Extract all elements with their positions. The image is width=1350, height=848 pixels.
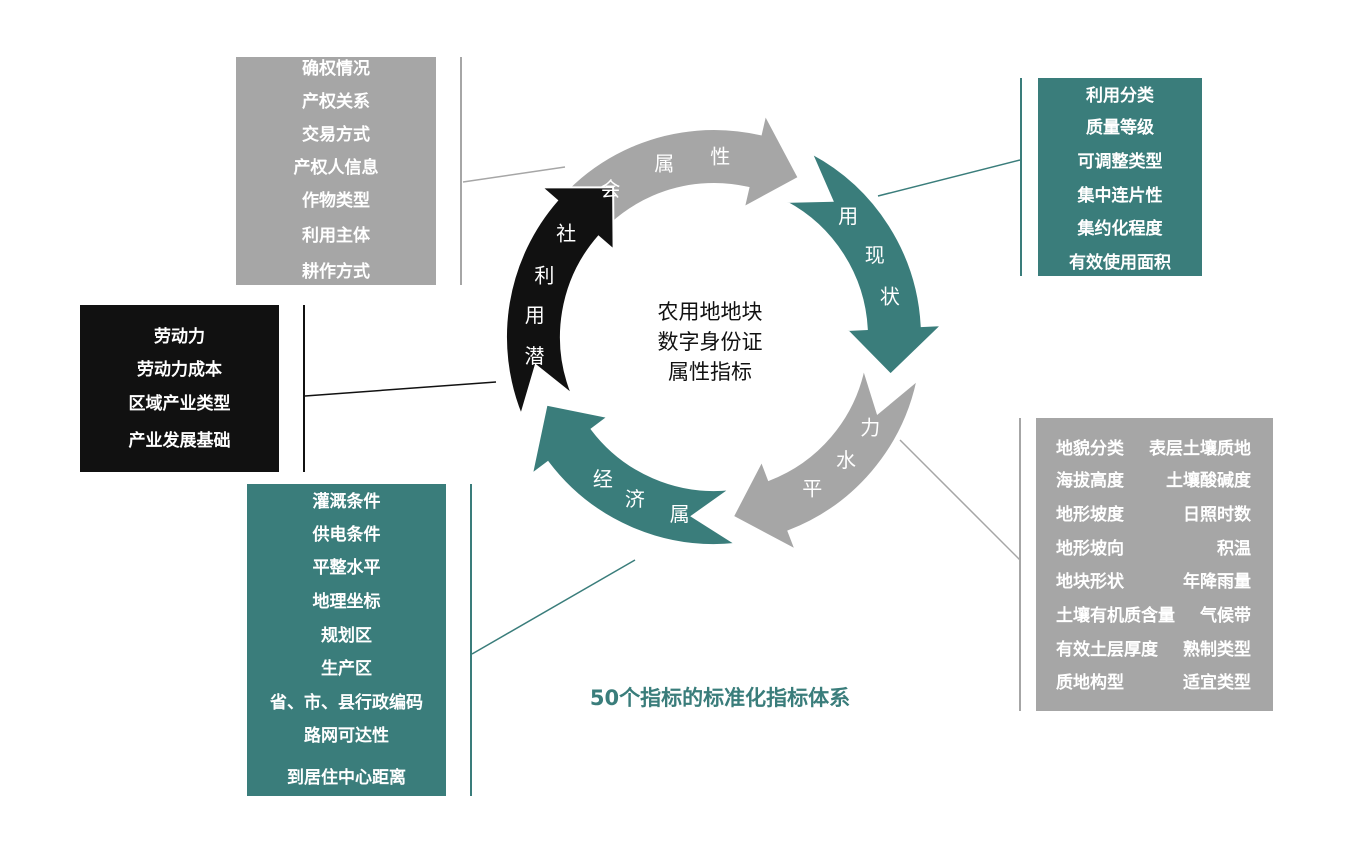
list-item: 质地构型 xyxy=(1056,673,1124,693)
list-item: 交易方式 xyxy=(302,125,370,145)
utilization-status-box-divider xyxy=(1020,78,1022,276)
list-item: 作物类型 xyxy=(302,191,370,211)
list-item: 供电条件 xyxy=(312,525,381,545)
arrow-economic xyxy=(530,403,739,547)
arrow-label-char: 平 xyxy=(802,476,822,500)
list-item: 地理坐标 xyxy=(312,592,381,612)
diagram-caption: 50个指标的标准化指标体系 xyxy=(589,686,851,710)
list-item: 适宜类型 xyxy=(1183,673,1251,693)
list-item: 耕作方式 xyxy=(302,262,370,282)
utilization-status-indicators-box: 利用分类 质量等级 可调整类型 集中连片性 集约化程度 有效使用面积 xyxy=(1038,78,1202,276)
list-item: 到居住中心距离 xyxy=(287,768,406,788)
list-item: 可调整类型 xyxy=(1077,152,1163,172)
list-item: 确权情况 xyxy=(302,59,370,79)
center-title-line: 数字身份证 xyxy=(657,330,763,354)
arrow-utilization-status xyxy=(781,151,945,376)
arrow-label-char: 经 xyxy=(593,467,613,491)
arrow-label-char: 用 xyxy=(838,204,858,228)
list-item: 灌溉条件 xyxy=(312,492,381,512)
arrow-label-char: 力 xyxy=(860,415,880,439)
list-item: 利用主体 xyxy=(302,226,370,246)
arrow-label-char: 状 xyxy=(880,284,900,308)
arrow-label-char: 用 xyxy=(525,303,545,327)
arrow-label-char: 现 xyxy=(865,243,885,267)
list-item: 表层土壤质地 xyxy=(1149,439,1251,459)
list-item: 集约化程度 xyxy=(1077,219,1163,239)
list-item: 积温 xyxy=(1217,539,1251,559)
list-item: 平整水平 xyxy=(312,558,381,578)
list-item: 土壤酸碱度 xyxy=(1166,471,1251,491)
arrow-label-char: 济 xyxy=(625,487,645,511)
center-title-line: 属性指标 xyxy=(668,360,752,384)
connector-potential xyxy=(304,381,497,397)
list-item: 质量等级 xyxy=(1086,118,1154,138)
connector-utilization-status xyxy=(877,159,1021,197)
arrow-label-char: 性 xyxy=(717,505,737,529)
economic-indicators-box: 灌溉条件 供电条件 平整水平 地理坐标 规划区 生产区 省、市、县行政编码 路网… xyxy=(247,484,446,796)
social-box-divider xyxy=(460,57,462,285)
list-item: 生产区 xyxy=(321,659,372,679)
potential-indicators-box: 劳动力 劳动力成本 区域产业类型 产业发展基础 xyxy=(80,305,279,472)
list-item: 地貌分类 xyxy=(1056,439,1124,459)
list-item: 产业发展基础 xyxy=(128,431,231,451)
list-item: 地块形状 xyxy=(1056,572,1124,592)
list-item: 集中连片性 xyxy=(1077,186,1163,206)
list-item: 气候带 xyxy=(1200,606,1251,626)
list-item: 劳动力 xyxy=(154,327,205,347)
center-title-line: 农用地地块 xyxy=(657,300,763,324)
arrow-label-char: 潜 xyxy=(525,344,545,368)
land-level-box-divider xyxy=(1019,418,1021,711)
arrow-label-char: 力 xyxy=(533,384,553,408)
center-title: 农用地地块 数字身份证 属性指标 xyxy=(610,297,810,387)
list-item: 区域产业类型 xyxy=(128,394,231,414)
arrow-label-char: 社 xyxy=(556,222,576,246)
social-indicators-box: 确权情况 产权关系 交易方式 产权人信息 作物类型 利用主体 耕作方式 xyxy=(236,57,436,285)
list-item: 有效土层厚度 xyxy=(1056,640,1158,660)
list-item: 利用分类 xyxy=(1086,86,1154,106)
arrow-label-char: 性 xyxy=(710,145,730,169)
list-item: 劳动力成本 xyxy=(137,360,222,380)
arrow-label-char: 属 xyxy=(654,152,674,176)
potential-box-divider xyxy=(303,305,305,472)
list-item: 产权人信息 xyxy=(293,158,379,178)
arrow-land-level xyxy=(731,364,920,553)
list-item: 日照时数 xyxy=(1183,505,1251,525)
list-item: 海拔高度 xyxy=(1056,471,1124,491)
economic-box-divider xyxy=(470,484,472,796)
list-item: 有效使用面积 xyxy=(1069,253,1171,273)
arrow-label-char: 水 xyxy=(836,448,856,472)
arrow-label-char: 会 xyxy=(601,177,621,201)
list-item: 路网可达性 xyxy=(304,726,389,746)
list-item: 熟制类型 xyxy=(1183,640,1251,660)
connector-economic xyxy=(471,559,636,655)
list-item: 年降雨量 xyxy=(1183,572,1251,592)
arrow-label-char: 属 xyxy=(670,502,690,526)
list-item: 省、市、县行政编码 xyxy=(270,693,423,713)
connector-land-level xyxy=(899,439,1021,561)
arrow-label-char: 利 xyxy=(534,263,554,287)
list-item: 规划区 xyxy=(321,626,372,646)
land-level-indicators-box: 地貌分类 表层土壤质地 海拔高度 土壤酸碱度 地形坡度 日照时数 地形坡向 积温… xyxy=(1036,418,1273,711)
list-item: 地形坡度 xyxy=(1056,505,1124,525)
list-item: 土壤有机质含量 xyxy=(1056,606,1175,626)
list-item: 产权关系 xyxy=(302,92,370,112)
arrow-label-char: 地 xyxy=(877,378,897,402)
connector-social xyxy=(462,166,566,183)
arrow-utilization-potential xyxy=(504,186,615,418)
arrow-label-char: 利 xyxy=(802,174,822,198)
list-item: 地形坡向 xyxy=(1056,539,1124,559)
